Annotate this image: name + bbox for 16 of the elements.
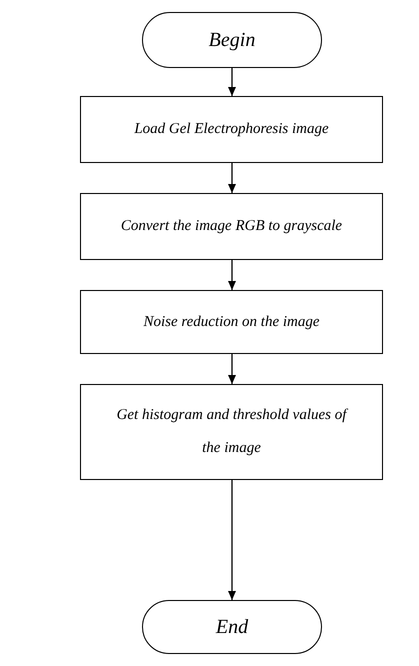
node-label: Convert the image RGB to grayscale bbox=[120, 217, 342, 236]
node-label: Noise reduction on the image bbox=[143, 312, 320, 332]
terminal-pill bbox=[142, 600, 322, 654]
arrow bbox=[228, 163, 236, 193]
process-box bbox=[80, 290, 383, 354]
process-box bbox=[80, 384, 383, 480]
node-label: Get histogram and threshold values of the image bbox=[116, 406, 350, 458]
node-label: Load Gel Electrophoresis image bbox=[134, 120, 329, 139]
arrow bbox=[228, 354, 236, 384]
node-label: End bbox=[216, 615, 248, 640]
arrow bbox=[228, 260, 236, 290]
arrow bbox=[228, 68, 236, 96]
process-box bbox=[80, 193, 383, 260]
process-box bbox=[80, 96, 383, 163]
node-label: Begin bbox=[208, 28, 256, 53]
arrow bbox=[228, 480, 236, 600]
